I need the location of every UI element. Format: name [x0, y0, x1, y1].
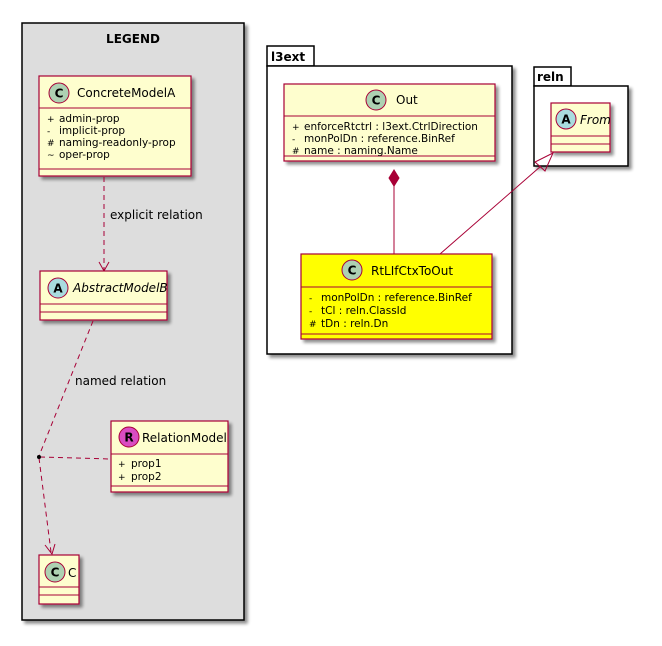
- visibility-protected-icon: #: [292, 147, 300, 157]
- visibility-public-icon: +: [292, 123, 300, 133]
- visibility-public-icon: +: [47, 115, 55, 125]
- relation-stereotype-icon: [118, 426, 140, 448]
- named-relation-label: named relation: [75, 374, 166, 388]
- prop-tcl: tCl : reln.ClassId: [321, 305, 406, 317]
- inheritance-link: [439, 151, 555, 255]
- visibility-protected-icon: #: [309, 320, 317, 330]
- class-name: AbstractModelB: [72, 281, 168, 295]
- visibility-package-icon: ~: [47, 151, 55, 161]
- visibility-private-icon: -: [47, 127, 50, 137]
- class-name: From: [580, 113, 611, 127]
- stereotype-letter: A: [53, 282, 63, 296]
- class-name: RtLIfCtxToOut: [371, 264, 453, 278]
- stereotype-letter: C: [372, 94, 381, 108]
- package-name: reln: [537, 70, 564, 84]
- stereotype-letter: R: [124, 431, 133, 445]
- class-name: ConcreteModelA: [77, 86, 176, 100]
- explicit-relation-label: explicit relation: [110, 208, 203, 222]
- inheritance-triangle-icon: [534, 151, 555, 172]
- visibility-private-icon: -: [309, 307, 312, 317]
- stereotype-letter: C: [348, 264, 357, 278]
- association-point: [37, 455, 41, 459]
- abstract-stereotype-icon: [47, 277, 69, 299]
- class-relation-model[interactable]: R RelationModel + prop1 + prop2: [110, 420, 229, 493]
- visibility-public-icon: +: [118, 473, 126, 483]
- prop-naming-readonly: naming-readonly-prop: [59, 137, 176, 149]
- class-name: RelationModel: [142, 431, 227, 445]
- class-abstract-model-b[interactable]: A AbstractModelB: [39, 270, 168, 321]
- class-stereotype-icon: [365, 89, 387, 111]
- prop-enforce-rtctrl: enforceRtctrl : l3ext.CtrlDirection: [304, 121, 478, 133]
- visibility-private-icon: -: [309, 294, 312, 304]
- class-name: Out: [396, 93, 418, 107]
- legend-title: LEGEND: [106, 32, 160, 46]
- stereotype-letter: C: [51, 566, 60, 580]
- class-from[interactable]: A From: [550, 102, 611, 153]
- class-c[interactable]: C C: [38, 554, 80, 605]
- prop-prop1: prop1: [131, 458, 162, 470]
- package-name: l3ext: [271, 50, 305, 64]
- prop-tdn: tDn : reln.Dn: [321, 318, 388, 330]
- class-rtlifctxtoout[interactable]: C RtLIfCtxToOut - monPolDn : reference.B…: [300, 253, 493, 340]
- composition-link: [388, 169, 400, 254]
- class-concrete-model-a[interactable]: C ConcreteModelA + admin-prop - implicit…: [38, 75, 192, 177]
- prop-name: name : naming.Name: [304, 145, 418, 157]
- prop-oper: oper-prop: [59, 149, 110, 161]
- stereotype-letter: A: [561, 113, 571, 127]
- stereotype-letter: C: [55, 87, 64, 101]
- class-out[interactable]: C Out + enforceRtctrl : l3ext.CtrlDirect…: [283, 83, 496, 162]
- visibility-private-icon: -: [292, 135, 295, 145]
- prop-mon-pol-dn: monPolDn : reference.BinRef: [304, 133, 455, 145]
- prop-implicit: implicit-prop: [59, 125, 125, 137]
- prop-admin: admin-prop: [59, 113, 120, 125]
- class-stereotype-icon: [341, 259, 363, 281]
- prop-mon-pol-dn: monPolDn : reference.BinRef: [321, 292, 472, 304]
- class-stereotype-icon: [44, 561, 66, 583]
- named-relation-arrow: named relation: [37, 320, 166, 556]
- class-stereotype-icon: [48, 82, 70, 104]
- class-name: C: [68, 566, 76, 580]
- prop-prop2: prop2: [131, 471, 162, 483]
- visibility-public-icon: +: [118, 460, 126, 470]
- composition-diamond-icon: [388, 169, 400, 187]
- visibility-protected-icon: #: [47, 139, 55, 149]
- abstract-stereotype-icon: [555, 108, 577, 130]
